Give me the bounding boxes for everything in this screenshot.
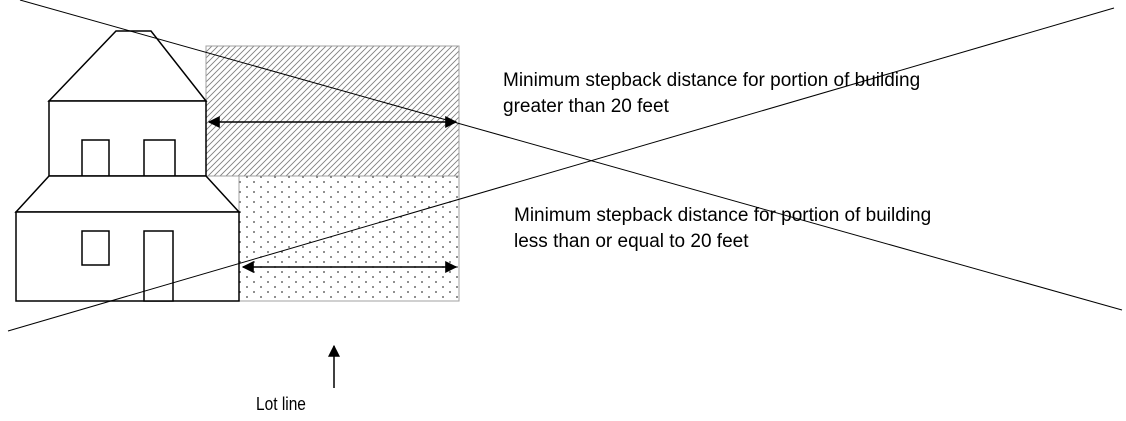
cross-line-descending (19, 0, 1123, 311)
lower-label-line2: less than or equal to 20 feet (514, 231, 749, 252)
upper-stepback-zone (205, 45, 460, 177)
house-door (143, 230, 174, 302)
lower-stepback-zone (238, 175, 460, 302)
upper-stepback-label: Minimum stepback distance for portion of… (503, 68, 920, 120)
house-roof (47, 30, 208, 102)
house-lower-story (15, 211, 240, 302)
upper-window-right (143, 139, 176, 177)
upper-label-line2: greater than 20 feet (503, 96, 669, 117)
upper-window-left (81, 139, 110, 177)
lower-window (81, 230, 110, 266)
house-eave (14, 175, 241, 213)
lower-stepback-label: Minimum stepback distance for portion of… (514, 203, 931, 255)
house (14, 30, 241, 302)
lot-line-label: Lot line (256, 394, 306, 414)
house-upper-story (48, 100, 207, 177)
upper-label-line1: Minimum stepback distance for portion of… (503, 70, 921, 91)
lower-label-line1: Minimum stepback distance for portion of… (514, 205, 932, 226)
cross-line-ascending (7, 7, 1115, 332)
